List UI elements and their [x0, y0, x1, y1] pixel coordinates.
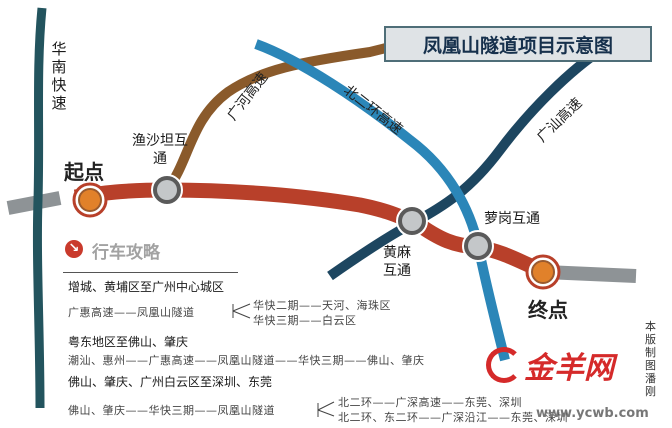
logo-ring: [486, 347, 522, 383]
label-start: 起点: [64, 160, 104, 184]
logo-name: 金羊网: [524, 351, 614, 386]
label-luogang-interchange: 萝岗互通: [484, 211, 540, 227]
road-huanan-expressway: [32, 7, 47, 409]
label-yushatan-interchange: 渔沙坦互通: [132, 133, 188, 167]
label-huanan-expressway: 华南快速: [51, 40, 67, 112]
guide-section-3-route: 佛山、肇庆——华快三期——凤凰山隧道: [68, 404, 275, 417]
guide-underline: [63, 272, 238, 273]
node-yushatan-marker[interactable]: [151, 174, 183, 206]
node-huangma-marker[interactable]: [396, 205, 428, 237]
road-guangshan-expressway: [327, 43, 607, 281]
label-end: 终点: [528, 298, 568, 322]
guide-section-1-route: 广惠高速——凤凰山隧道: [68, 306, 195, 319]
node-luogang-marker[interactable]: [462, 230, 494, 262]
road-beiyi-expressway: [254, 39, 510, 362]
guide-section-2-route: 潮汕、惠州——广惠高速——凤凰山隧道——华快三期——佛山、肇庆: [68, 354, 425, 367]
guide-section-3-heading: 佛山、肇庆、广州白云区至深圳、东莞: [68, 375, 273, 389]
guide-title: 行车攻略: [92, 243, 160, 263]
guide-icon: ↘: [65, 240, 83, 258]
node-start-marker[interactable]: [72, 182, 108, 218]
logo-url: www.ycwb.com: [536, 406, 649, 421]
map-title: 凤凰山隧道项目示意图: [384, 26, 652, 62]
road-guanghe-expressway: [162, 43, 388, 194]
guide-section-1-branch-1: 华快二期——天河、海珠区: [253, 299, 391, 312]
guide-section-1-branch-2: 华快三期——白云区: [253, 314, 357, 327]
credit-text: 本版制图 潘刚: [645, 320, 656, 398]
guide-section-1-heading: 增城、黄埔区至广州中心城区: [68, 280, 225, 294]
guide-bracket-3: [317, 401, 335, 417]
guide-section-3-branch-2: 北二环、东二环——广深沿江——东莞、深圳: [338, 411, 568, 424]
guide-section-3-branch-1: 北二环——广深高速——东莞、深圳: [338, 396, 522, 409]
guide-section-2-heading: 粤东地区至佛山、肇庆: [68, 335, 189, 349]
label-huangma-interchange: 黄麻互通: [383, 245, 411, 279]
guide-bracket-1: [232, 303, 251, 319]
node-end-marker[interactable]: [525, 254, 561, 290]
